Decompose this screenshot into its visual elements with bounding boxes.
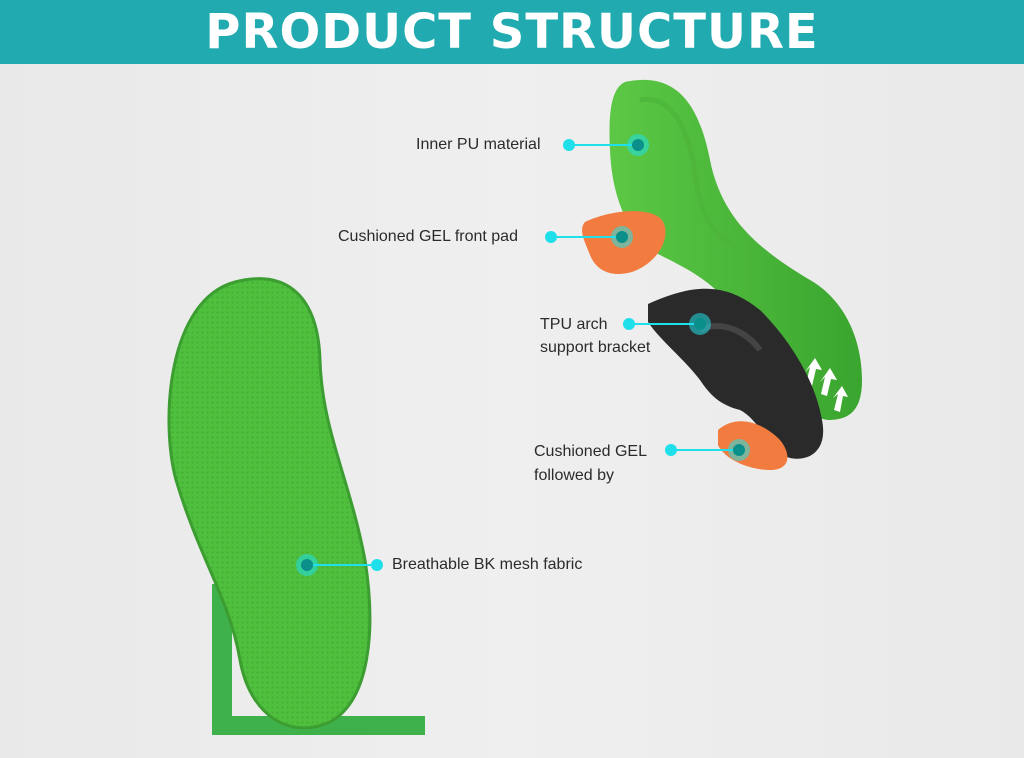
page-title: PRODUCT STRUCTURE — [205, 4, 819, 60]
insole-illustration — [167, 79, 862, 735]
callout-tpu-line1: TPU arch — [540, 316, 608, 333]
callout-markers — [296, 134, 750, 576]
side-insole — [582, 79, 862, 470]
flat-insole — [167, 277, 425, 735]
callout-gel-heel-line2: followed by — [534, 467, 615, 484]
support-arrows-icon — [805, 358, 848, 412]
header-banner: PRODUCT STRUCTURE — [0, 0, 1024, 64]
product-illustration-area: Inner PU material Cushioned GEL front pa… — [0, 64, 1024, 758]
angle-bracket-shape — [212, 584, 425, 735]
callout-gel-heel-line1: Cushioned GEL — [534, 443, 647, 460]
callout-lines — [307, 144, 739, 566]
callout-mesh-fabric: Breathable BK mesh fabric — [392, 556, 583, 573]
callout-tpu-line2: support bracket — [540, 339, 651, 356]
callout-gel-front-pad: Cushioned GEL front pad — [338, 228, 518, 245]
insole-mesh-surface — [168, 278, 370, 728]
callout-inner-pu: Inner PU material — [416, 136, 541, 153]
